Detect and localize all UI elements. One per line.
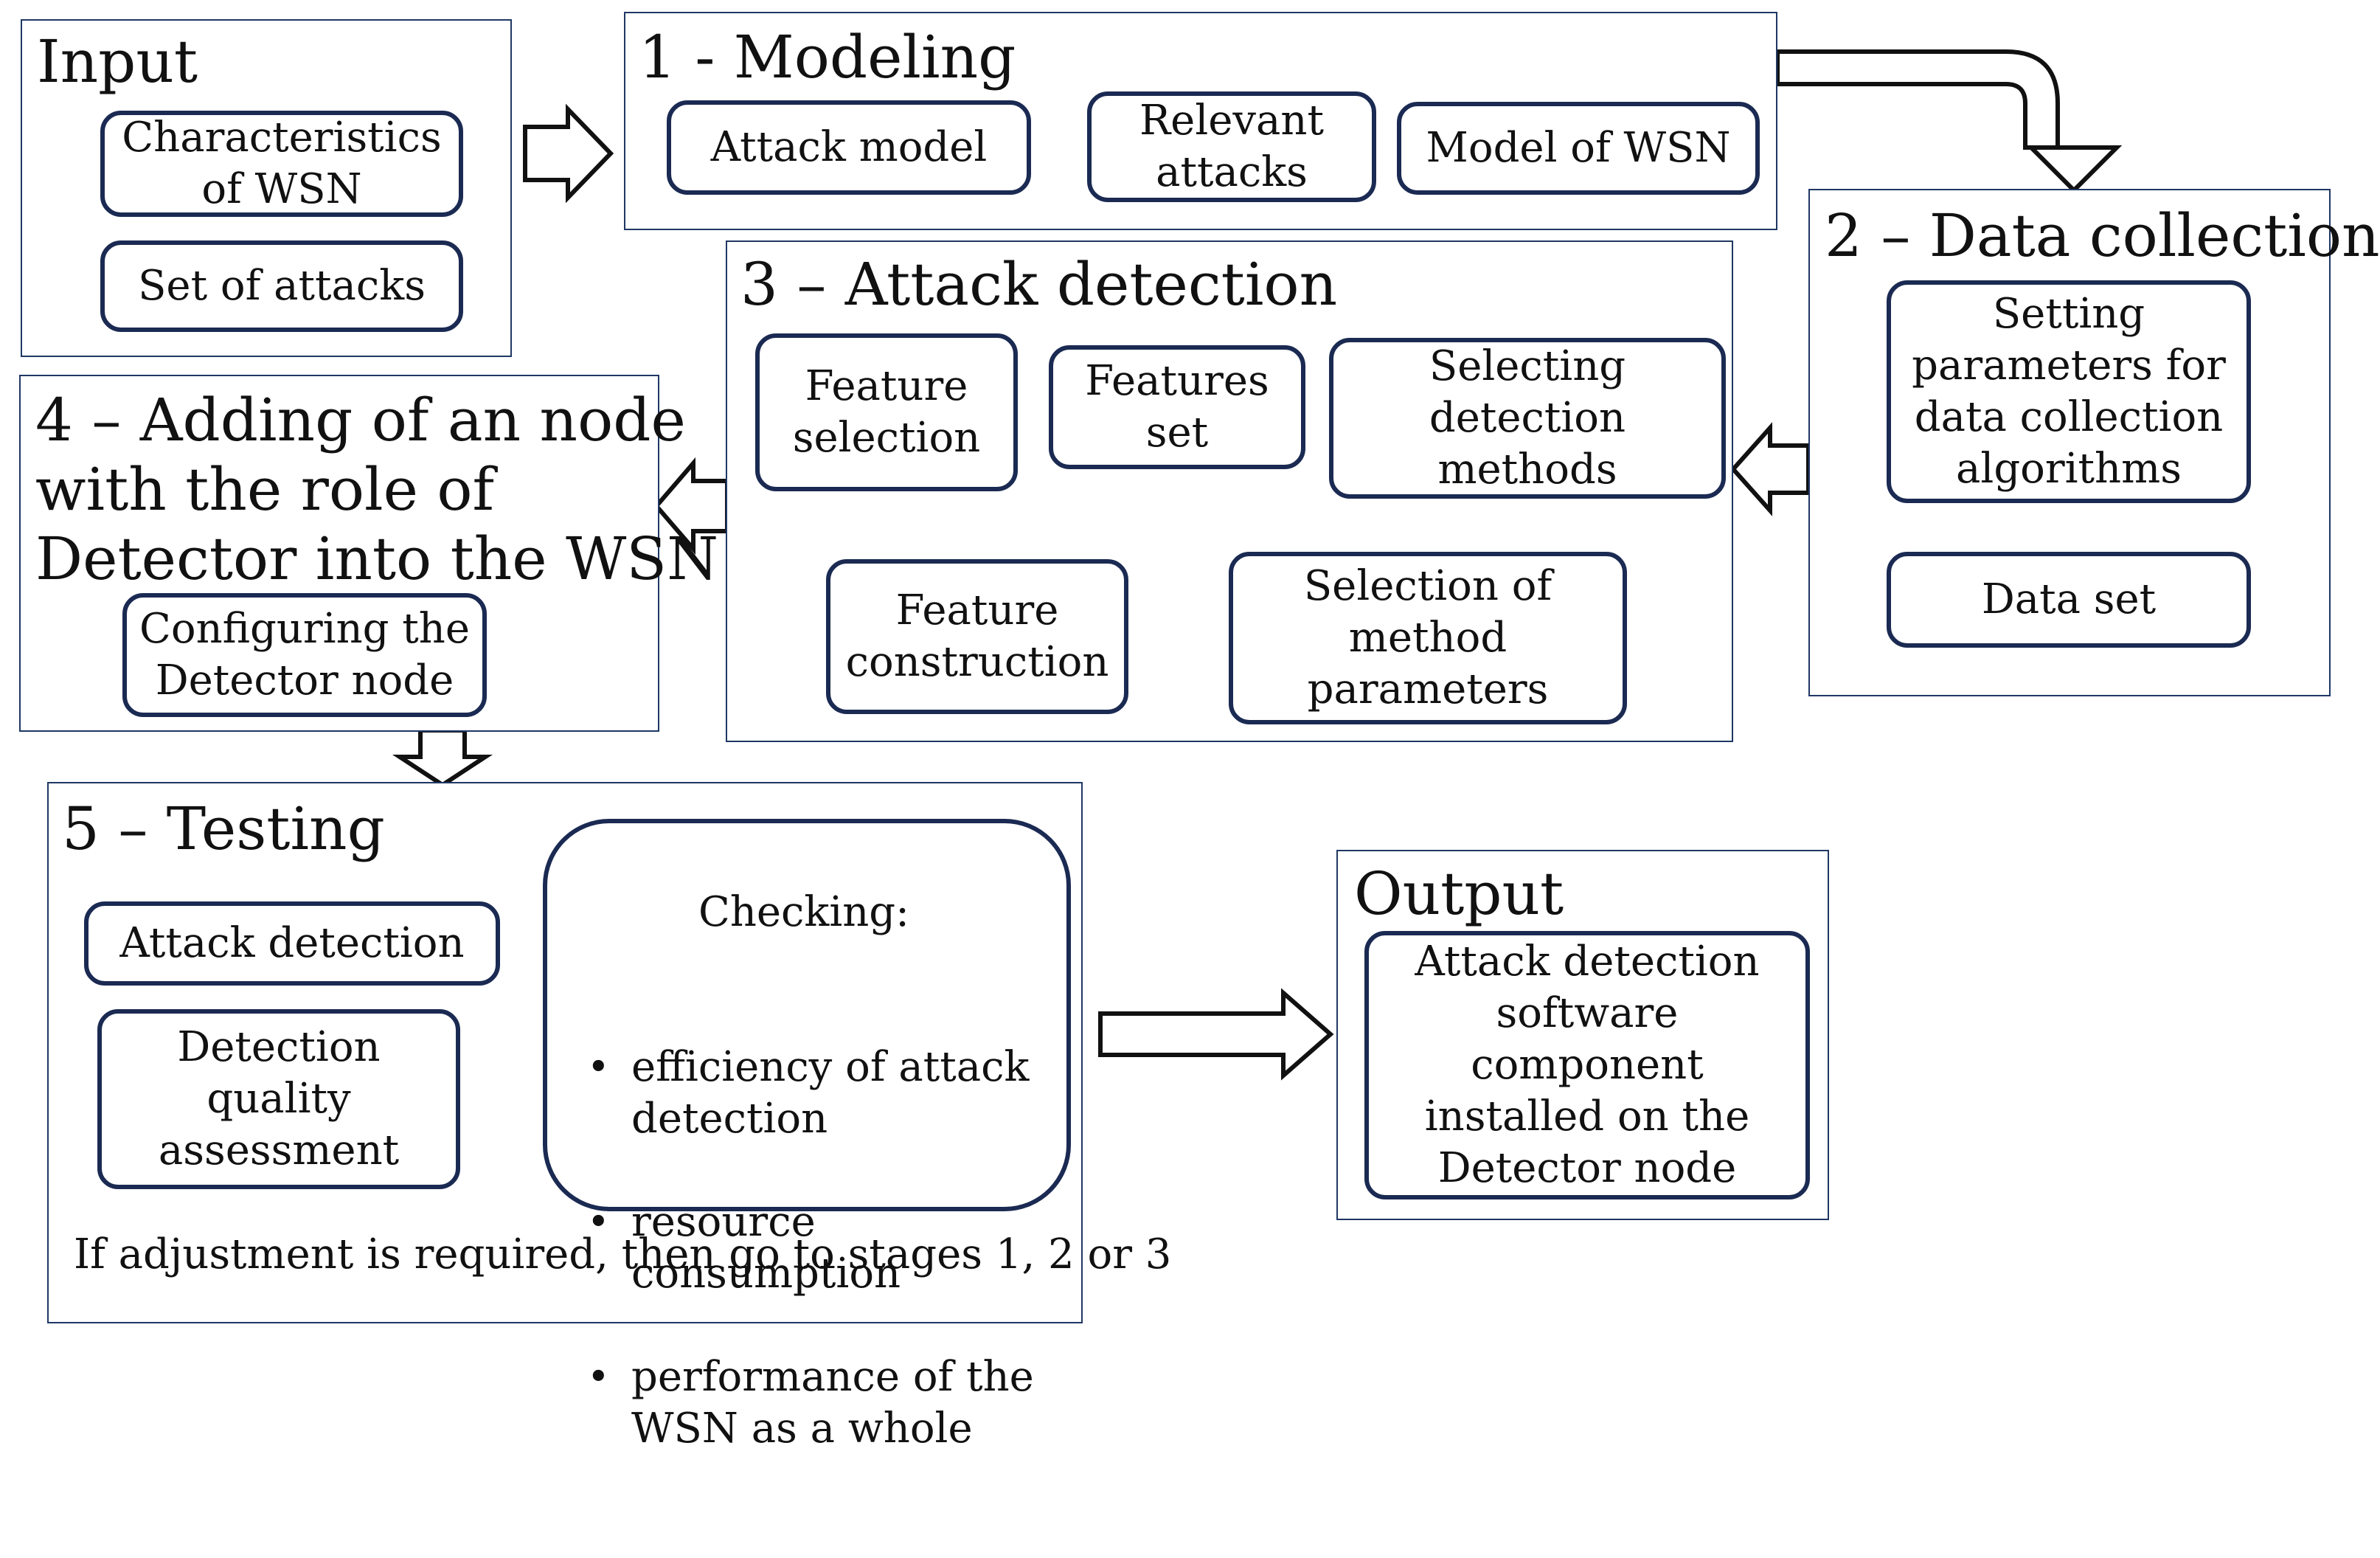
modeling-panel: 1 - Modeling Attack model Relevant attac…	[624, 12, 1777, 230]
attack-model-box: Attack model	[667, 100, 1031, 195]
output-panel: Output Attack detection software compone…	[1336, 850, 1829, 1220]
attack-detection-panel: 3 – Attack detection Feature selection F…	[726, 240, 1733, 742]
checking-list: efficiency of attack detection resource …	[574, 990, 1049, 1506]
output-title: Output	[1354, 859, 1564, 928]
checking-box: Checking: efficiency of attack detection…	[543, 819, 1071, 1453]
input-title: Input	[37, 27, 198, 96]
flow-arrows	[392, 49, 2123, 1081]
adding-node-title-line3: Detector into the WSN	[35, 524, 719, 593]
data-collection-panel: 2 – Data collection Setting parameters f…	[1808, 189, 2380, 696]
arrow-input-to-modeling	[523, 103, 614, 204]
arrow-testing-to-output	[1098, 988, 1334, 1081]
arrow-modeling-to-datacollection	[1775, 49, 2123, 194]
data-collection-title: 2 – Data collection	[1825, 201, 2380, 270]
set-of-attacks-box: Set of attacks	[100, 240, 463, 332]
input-panel: Input Characteristics of WSN Set of atta…	[21, 19, 512, 357]
adding-node-title-line1: 4 – Adding of an node	[35, 386, 686, 454]
setting-parameters-box: Setting parameters for data collection a…	[1887, 280, 2251, 503]
model-of-wsn-box: Model of WSN	[1397, 102, 1760, 195]
data-set-box: Data set	[1887, 552, 2251, 648]
checking-item-resource: resource consumption	[574, 1197, 1049, 1300]
checking-item-performance: performance of the WSN as a whole	[574, 1351, 1049, 1455]
characteristics-of-wsn-box: Characteristics of WSN	[100, 111, 463, 217]
adjustment-note: If adjustment is required, then go to st…	[74, 1230, 1172, 1278]
detection-quality-assessment-box: Detection quality assessment	[97, 1009, 460, 1189]
selection-of-method-parameters-box: Selection of method parameters	[1229, 552, 1627, 724]
feature-construction-box: Feature construction	[826, 559, 1128, 714]
features-set-box: Features set	[1049, 345, 1305, 469]
adding-node-panel: 4 – Adding of an node with the role of D…	[19, 375, 718, 732]
configuring-detector-node-box: Configuring the Detector node	[122, 593, 487, 717]
relevant-attacks-box: Relevant attacks	[1087, 91, 1376, 202]
arrow-datacollection-to-detection	[1730, 422, 1811, 516]
arrow-addingnode-to-testing	[392, 728, 493, 788]
testing-panel: 5 – Testing Attack detection Detection q…	[47, 782, 1171, 1453]
modeling-title: 1 - Modeling	[639, 23, 1016, 91]
attack-detection-software-box: Attack detection software component inst…	[1364, 931, 1810, 1199]
arrow-detection-to-addingnode	[653, 457, 729, 555]
adding-node-title-line2: with the role of	[35, 455, 495, 524]
checking-heading: Checking:	[698, 888, 910, 936]
selecting-detection-methods-box: Selecting detection methods	[1329, 338, 1726, 499]
attack-detection-box: Attack detection	[84, 901, 500, 986]
testing-title: 5 – Testing	[62, 794, 385, 863]
feature-selection-box: Feature selection	[755, 333, 1018, 491]
attack-detection-title: 3 – Attack detection	[740, 250, 1338, 319]
checking-item-efficiency: efficiency of attack detection	[574, 1042, 1049, 1145]
